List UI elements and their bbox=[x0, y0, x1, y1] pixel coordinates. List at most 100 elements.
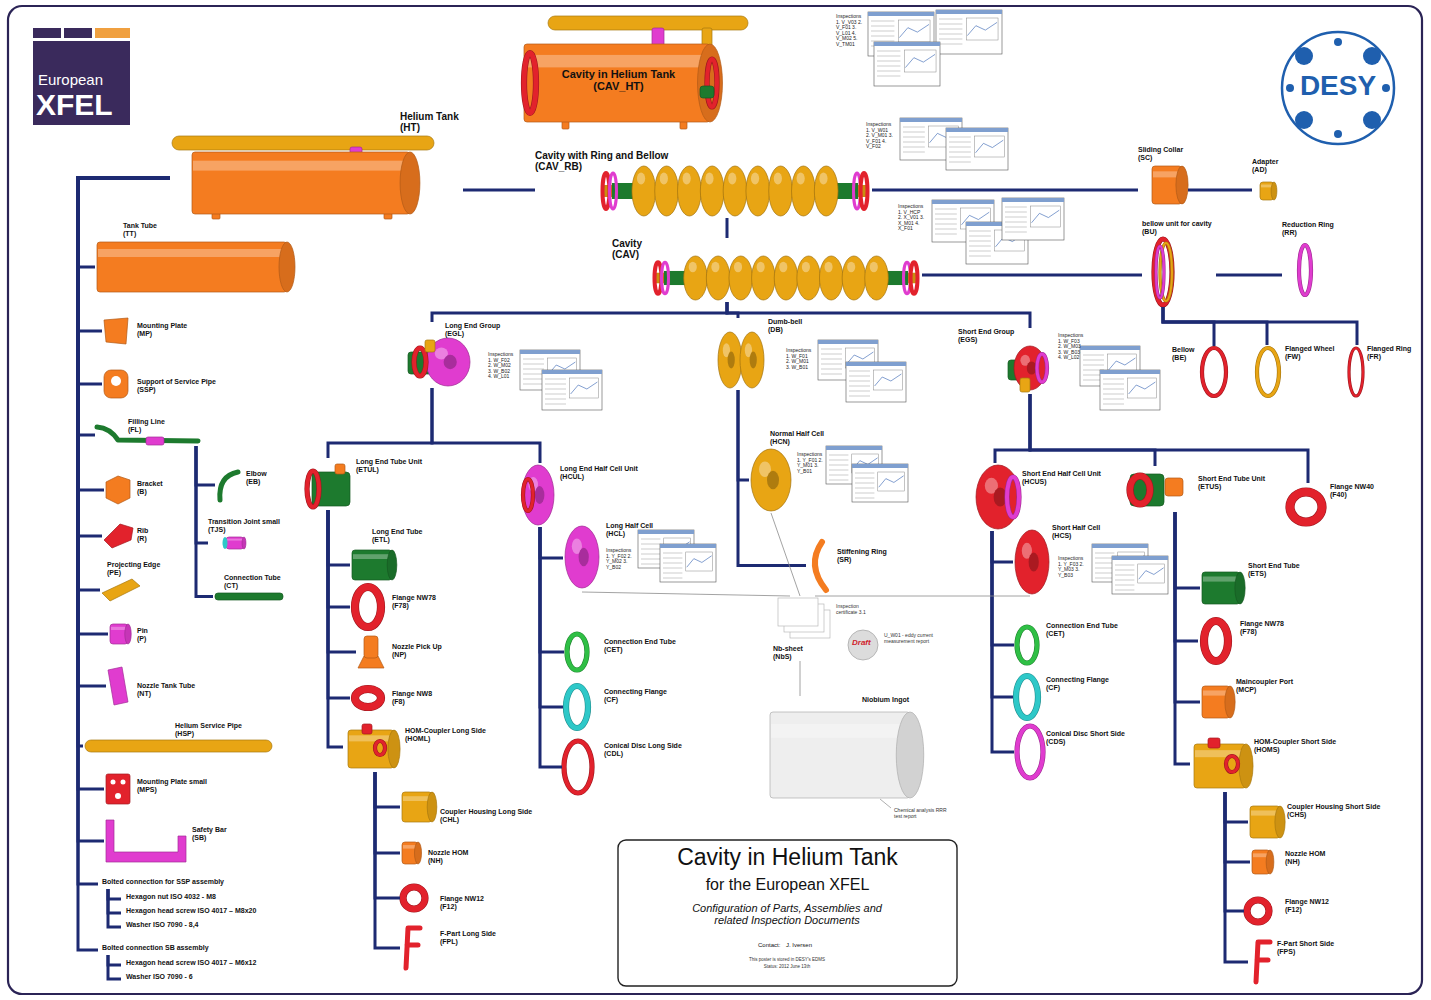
ring-part bbox=[307, 471, 319, 507]
sheet-header bbox=[638, 530, 694, 534]
part-node: Normal Half Cell (HCN) bbox=[749, 430, 829, 513]
ring-edge bbox=[307, 471, 319, 507]
sheet-line bbox=[877, 51, 900, 52]
tree-connector bbox=[1030, 394, 1155, 466]
sheet-line bbox=[663, 568, 682, 569]
half-cell bbox=[522, 465, 554, 525]
sheet-chart bbox=[975, 136, 1005, 157]
sheet-line bbox=[871, 26, 894, 27]
sheet-line bbox=[903, 142, 925, 143]
inspection-sheet bbox=[936, 10, 1002, 54]
sheet-line bbox=[821, 369, 842, 370]
tree-connector bbox=[1225, 792, 1248, 962]
part-node: bellow unit for cavity (BU) bbox=[1142, 220, 1216, 307]
part-note: DESY bbox=[1283, 71, 1393, 102]
sheet-curve bbox=[1129, 382, 1156, 394]
part-shine bbox=[403, 796, 431, 801]
tree-connector bbox=[727, 302, 738, 318]
sheet-line bbox=[1095, 573, 1114, 574]
sheet-header bbox=[826, 446, 882, 450]
part-body bbox=[1194, 744, 1246, 788]
part-note: This poster is stored in DESY's EDMS bbox=[737, 958, 837, 963]
sheet-chart bbox=[686, 552, 713, 571]
sheet-line bbox=[663, 578, 682, 579]
cell-shine bbox=[847, 262, 855, 273]
sheet-line bbox=[949, 162, 971, 163]
tree-connector bbox=[726, 218, 729, 238]
part-end bbox=[414, 842, 421, 864]
ring-edge bbox=[1202, 348, 1226, 396]
sheet-line bbox=[1005, 212, 1027, 213]
part-body bbox=[1130, 474, 1164, 506]
part-end bbox=[387, 550, 397, 580]
part-node: Connecting Flange (CF) bbox=[1013, 673, 1113, 721]
leader-line bbox=[880, 799, 891, 808]
part-label: Coupler Housing Long Side (CHL) bbox=[440, 808, 536, 823]
tree-connector bbox=[1175, 512, 1198, 641]
sheet-line bbox=[903, 127, 925, 128]
part-node: F-Part Short Side (FPS) bbox=[1248, 938, 1339, 986]
part-body bbox=[97, 242, 287, 292]
part-node: Support of Service Pipe (SSP) bbox=[102, 368, 220, 400]
part-label: Dumb-bell (DB) bbox=[768, 318, 806, 333]
cavity-cell bbox=[729, 256, 753, 300]
tree-connector bbox=[78, 178, 170, 267]
part-node: Long End Half Cell Unit (HCUL) bbox=[520, 463, 642, 527]
sheet-line bbox=[829, 470, 848, 471]
sheet-line bbox=[903, 152, 925, 153]
part-shine bbox=[193, 161, 409, 171]
ring-edge bbox=[1016, 676, 1038, 718]
ring-part bbox=[707, 59, 717, 107]
part-shine bbox=[349, 735, 393, 741]
sheet-line bbox=[1005, 207, 1027, 208]
part-body bbox=[702, 28, 712, 46]
sheet-line bbox=[939, 19, 962, 20]
cell-shine bbox=[870, 262, 878, 273]
sheet-line bbox=[855, 478, 874, 479]
part-label: Helium Tank (HT) bbox=[400, 111, 462, 133]
part-node: F-Part Long Side (FPL) bbox=[400, 924, 500, 972]
sheet-line bbox=[969, 236, 991, 237]
part-label: Long End Group (EGL) bbox=[445, 322, 504, 337]
part-note: XFEL bbox=[36, 88, 113, 121]
part-label: Flange NW78 (F78) bbox=[1240, 620, 1287, 635]
tree-connector bbox=[78, 178, 170, 384]
sheet-curve bbox=[976, 140, 1004, 153]
tree-connector bbox=[328, 510, 356, 652]
part-label: Hexagon head screw ISO 4017 – M8x20 bbox=[126, 907, 258, 915]
part-label: Conical Disc Long Side (CDL) bbox=[604, 742, 685, 757]
part-shine bbox=[98, 249, 286, 257]
part-label: Short End Tube Unit (ETUS) bbox=[1198, 475, 1269, 490]
sheet-line bbox=[523, 379, 544, 380]
ring-edge bbox=[355, 587, 381, 627]
sheet-line bbox=[1103, 404, 1124, 405]
tree-connector bbox=[375, 772, 400, 948]
sheet-line bbox=[877, 66, 900, 67]
sheet-header bbox=[1112, 556, 1168, 560]
ring-part bbox=[403, 887, 425, 909]
cell-shine bbox=[637, 173, 645, 185]
sheet-line bbox=[1005, 232, 1027, 233]
tree-connector bbox=[922, 274, 1142, 277]
sheet-line bbox=[829, 475, 848, 476]
part-end bbox=[698, 44, 723, 122]
sheet-curve bbox=[905, 54, 935, 67]
sheet-curve bbox=[1109, 358, 1136, 370]
part-node: Short End Group (EGS) bbox=[958, 328, 1054, 394]
sheet-line bbox=[1083, 360, 1104, 361]
ring-edge bbox=[1299, 245, 1311, 295]
sheet-line bbox=[821, 349, 842, 350]
sheet-line bbox=[969, 251, 991, 252]
part-node: Nozzle Tank Tube (NT) bbox=[106, 665, 200, 707]
part-node: Reduction Ring (RR) bbox=[1282, 221, 1338, 297]
logo-bar bbox=[95, 28, 130, 38]
sheet-header bbox=[520, 350, 580, 354]
part-node: Nb-sheet (NbS) bbox=[773, 596, 832, 661]
ring-edge bbox=[1037, 354, 1047, 382]
logo-dot bbox=[1382, 84, 1390, 92]
part-node: Mounting Plate (MP) bbox=[102, 316, 192, 346]
sheet-line bbox=[1103, 399, 1124, 400]
part-shine bbox=[1251, 810, 1279, 815]
part-label: Hexagon nut ISO 4032 - M8 bbox=[126, 893, 217, 901]
